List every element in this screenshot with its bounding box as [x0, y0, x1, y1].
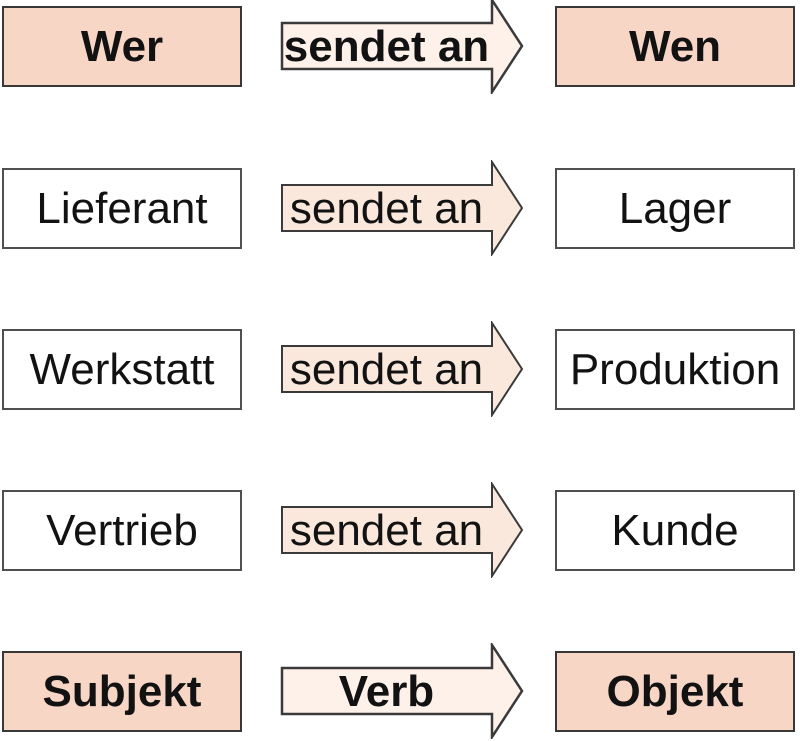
block-arrow: sendet an	[280, 160, 525, 256]
sender-label: Vertrieb	[46, 505, 198, 555]
block-arrow: sendet an	[280, 321, 525, 417]
block-arrow-icon	[281, 321, 524, 417]
receiver-label: Lager	[618, 183, 732, 233]
sender-label: Werkstatt	[29, 344, 215, 394]
receiver-box: Objekt	[555, 651, 795, 732]
sender-box: Werkstatt	[2, 329, 242, 410]
arrow-label: sendet an	[289, 505, 484, 555]
arrow-label: Verb	[338, 666, 435, 716]
arrow-label: sendet an	[289, 344, 484, 394]
row-header: Wer sendet an Wen	[0, 0, 800, 94]
receiver-box: Wen	[555, 6, 795, 87]
sender-label: Subjekt	[42, 666, 202, 716]
receiver-label: Objekt	[606, 666, 744, 716]
sender-box: Subjekt	[2, 651, 242, 732]
receiver-box: Kunde	[555, 490, 795, 571]
arrow-label: sendet an	[283, 21, 490, 71]
sender-label: Wer	[80, 21, 164, 71]
row-vertrieb-kunde: Vertrieb sendet an Kunde	[0, 482, 800, 578]
block-arrow-icon	[280, 643, 524, 739]
block-arrow: Verb	[280, 643, 525, 739]
row-footer: Subjekt Verb Objekt	[0, 643, 800, 739]
arrow-label: sendet an	[289, 183, 484, 233]
sender-box: Vertrieb	[2, 490, 242, 571]
sender-box: Wer	[2, 6, 242, 87]
receiver-box: Lager	[555, 168, 795, 249]
block-arrow-icon	[281, 160, 524, 256]
block-arrow: sendet an	[280, 482, 525, 578]
row-lieferant-lager: Lieferant sendet an Lager	[0, 160, 800, 256]
sender-label: Lieferant	[36, 183, 208, 233]
block-arrow: sendet an	[280, 0, 525, 94]
block-arrow-icon	[280, 0, 524, 94]
block-arrow-icon	[281, 482, 524, 578]
receiver-label: Wen	[628, 21, 722, 71]
receiver-label: Kunde	[611, 505, 739, 555]
receiver-label: Produktion	[569, 344, 781, 394]
sender-box: Lieferant	[2, 168, 242, 249]
row-werkstatt-produktion: Werkstatt sendet an Produktion	[0, 321, 800, 417]
receiver-box: Produktion	[555, 329, 795, 410]
